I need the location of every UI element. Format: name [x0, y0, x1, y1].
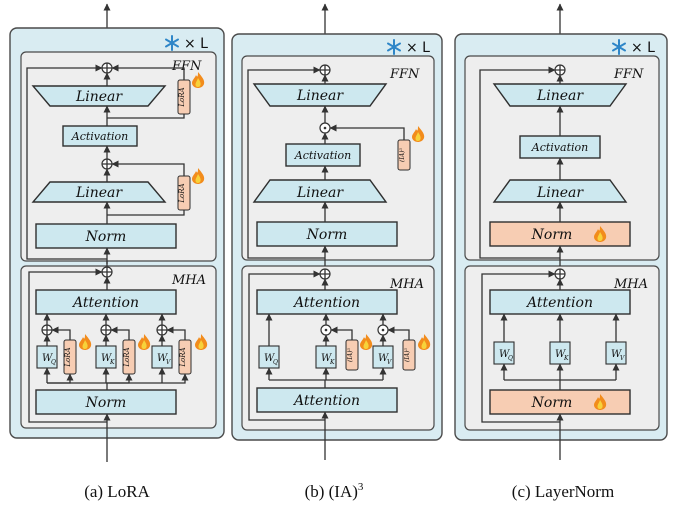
linear-up-block — [252, 83, 388, 107]
lora-label: LoRA — [178, 87, 186, 107]
linear-down-block — [492, 179, 628, 203]
input-norm-block — [35, 389, 177, 415]
mha-label: MHA — [613, 277, 648, 292]
ffn-norm-label: Norm — [85, 229, 127, 245]
wq-subscript: Q — [51, 359, 56, 366]
projection-wq: W Q — [493, 313, 515, 380]
repeat-label: × L — [184, 36, 208, 52]
input-norm-label: Norm — [85, 395, 127, 411]
wk-subscript: K — [329, 359, 335, 366]
ffn-label: FFN — [171, 59, 202, 74]
linear-down-label: Linear — [75, 185, 123, 201]
linear-up-label: Linear — [296, 88, 344, 104]
projection-wq: W Q — [258, 313, 280, 380]
activation-label: Activation — [294, 149, 351, 162]
ia3-label: (IA)3 — [346, 348, 354, 362]
svg-text:W: W — [157, 353, 168, 364]
panel-lora: × L FFN MHA Linear Activation Linear Nor… — [9, 3, 225, 501]
mha-label: MHA — [171, 273, 206, 288]
ffn-norm-block — [35, 223, 177, 249]
panel-ia3: × L FFN MHA Linear Activation Linear Nor… — [231, 3, 443, 501]
ffn-label: FFN — [389, 67, 420, 82]
lora-label: LoRA — [64, 347, 72, 367]
lora-label: LoRA — [179, 347, 187, 367]
attention-label: Attention — [71, 295, 139, 311]
input-attention-block — [256, 387, 398, 413]
linear-down-block — [31, 181, 167, 203]
projection-wv: W V — [605, 313, 627, 380]
svg-text:W: W — [378, 353, 389, 364]
projection-wv: W V LoRA — [151, 313, 208, 384]
projection-wq: W Q LoRA — [36, 313, 92, 384]
attention-label: Attention — [292, 295, 360, 311]
linear-down-block — [252, 179, 388, 203]
wv-subscript: V — [620, 355, 625, 362]
panel-layernorm: × L FFN MHA Linear Activation Linear Nor… — [454, 3, 668, 501]
linear-down-label: Linear — [536, 185, 584, 201]
projection-wk: W K LoRA — [95, 313, 151, 384]
lora-label: LoRA — [123, 347, 131, 367]
ia3-label: (IA)3 — [398, 148, 406, 162]
wq-subscript: Q — [508, 355, 513, 362]
linear-up-label: Linear — [75, 89, 123, 105]
wv-subscript: V — [166, 359, 171, 366]
wk-subscript: K — [109, 359, 115, 366]
input-attention-label: Attention — [292, 393, 360, 409]
activation-label: Activation — [531, 141, 588, 154]
linear-up-block — [31, 85, 167, 107]
ffn-norm-label: Norm — [306, 227, 348, 243]
svg-text:W: W — [611, 349, 622, 360]
caption-lora: (a) LoRA — [84, 482, 150, 501]
ia3-label: (IA)3 — [403, 348, 411, 362]
repeat-label: × L — [406, 40, 430, 56]
attention-label: Attention — [525, 295, 593, 311]
svg-text:W: W — [42, 353, 53, 364]
activation-block — [62, 125, 138, 147]
mha-label: MHA — [389, 277, 424, 292]
wv-subscript: V — [387, 359, 392, 366]
projection-wk: W K (IA)3 — [315, 313, 373, 380]
input-norm-label: Norm — [531, 395, 573, 411]
linear-down-label: Linear — [296, 185, 344, 201]
svg-text:W: W — [264, 353, 275, 364]
svg-text:W: W — [555, 349, 566, 360]
caption-ia3: (b) (IA)3 — [305, 481, 364, 501]
lora-label: LoRA — [178, 183, 186, 203]
linear-up-block — [492, 83, 628, 107]
repeat-label: × L — [631, 40, 655, 56]
svg-text:W: W — [101, 353, 112, 364]
attention-block — [489, 289, 631, 315]
ffn-label: FFN — [613, 67, 644, 82]
input-norm-block — [489, 389, 631, 415]
wk-subscript: K — [563, 355, 569, 362]
activation-label: Activation — [71, 130, 128, 143]
linear-up-label: Linear — [536, 88, 584, 104]
ffn-norm-label: Norm — [531, 227, 573, 243]
projection-wv: W V (IA)3 — [372, 313, 431, 380]
svg-text:W: W — [321, 353, 332, 364]
wq-subscript: Q — [273, 359, 278, 366]
caption-layernorm: (c) LayerNorm — [512, 482, 614, 501]
projection-wk: W K — [549, 313, 571, 380]
svg-text:W: W — [499, 349, 510, 360]
